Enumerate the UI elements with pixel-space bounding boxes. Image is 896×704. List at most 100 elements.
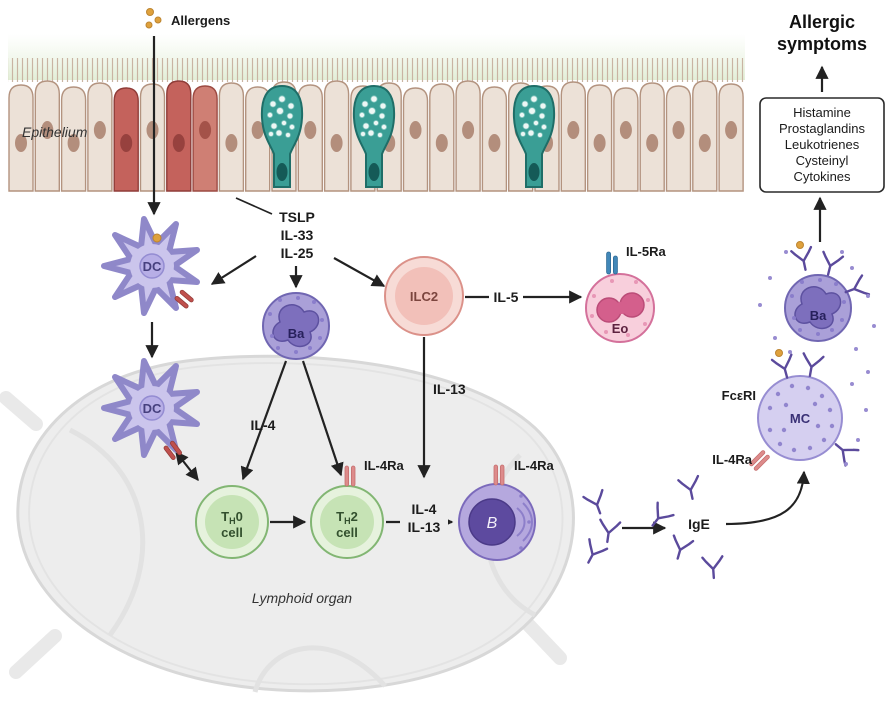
th2-cell: TH2 cell: [310, 485, 384, 559]
allergic-symptoms-title-line1: Allergic: [789, 12, 855, 32]
goblet-nucleus: [528, 163, 540, 181]
basophil-cell-right: Ba: [784, 274, 852, 342]
eosinophil-cell: Eo: [585, 273, 655, 343]
ige-label: IgE: [688, 516, 710, 532]
mast-cell: MC: [757, 375, 843, 461]
ba-label: Ba: [288, 326, 305, 341]
degranulation-dots: [758, 250, 876, 466]
b-cell: B: [458, 483, 536, 561]
goblet-cell: [512, 84, 556, 188]
ba-to-th0-arrow: [240, 360, 288, 481]
fceri-label: FcεRI: [722, 388, 756, 403]
cell-nucleus: [619, 121, 632, 139]
mucus-bubble: [537, 132, 543, 138]
eo-label: Eo: [612, 321, 629, 336]
mediator-cytokines: Cytokines: [793, 169, 851, 184]
goblet-cell: [260, 84, 304, 188]
allergen-dots: [145, 8, 804, 357]
cell-nucleus: [567, 121, 580, 139]
th2-label: TH2: [336, 509, 358, 526]
goblet-nucleus: [276, 163, 288, 181]
epithelium: [8, 80, 744, 192]
cell-nucleus: [488, 134, 501, 152]
il33-label: IL-33: [281, 227, 314, 243]
dendritic-cell-top: DC: [104, 219, 197, 313]
cell-nucleus: [593, 134, 606, 152]
mc-label: MC: [790, 411, 811, 426]
mucus-bubble: [520, 131, 526, 137]
cilia-band: [8, 58, 745, 82]
mucus-bubble: [285, 132, 291, 138]
il4-th2-label: IL-4: [412, 501, 437, 517]
alarmin-to-ilc2-arrow: [333, 257, 386, 287]
dc-node-label: DC: [143, 401, 162, 416]
cell-nucleus: [725, 121, 738, 139]
cell-nucleus: [646, 134, 659, 152]
cell-nucleus: [41, 121, 54, 139]
il4-il13-label-bg: [400, 499, 448, 541]
mediator-box: Histamine Prostaglandins Leukotrienes Cy…: [759, 97, 885, 193]
mucus-bubble: [268, 131, 274, 137]
mucus-bubble: [380, 124, 387, 131]
ilc2-cell: ILC2: [384, 256, 464, 336]
th0-label: TH0: [221, 509, 243, 526]
il13-ilc2-label: IL-13: [433, 381, 466, 397]
th0-cell: TH0 cell: [195, 485, 269, 559]
mucus-bubble: [358, 112, 365, 119]
mucus-bubble: [288, 124, 295, 131]
mucus-bubble: [541, 124, 548, 131]
cell-nucleus: [330, 134, 343, 152]
mucus-bubble: [528, 107, 536, 115]
il5ra-receptor: [606, 251, 618, 275]
ige-to-mc-arrow: [725, 470, 810, 526]
il4-ba-label: IL-4: [251, 417, 276, 433]
mucus-bubble: [362, 122, 370, 130]
mucus-bubble: [521, 100, 529, 108]
ba-right-label: Ba: [810, 308, 827, 323]
mucus-bubble: [278, 95, 286, 103]
mucus-bubble: [270, 122, 278, 130]
dc-top-label: DC: [143, 259, 162, 274]
mucus-bubble: [539, 102, 547, 110]
cell-nucleus: [462, 121, 475, 139]
il4ra-b-label: IL-4Ra: [514, 458, 555, 473]
dendritic-cell-node: DC: [104, 361, 197, 455]
goblet-cell: [352, 84, 396, 188]
epithelium-label: Epithelium: [22, 124, 88, 140]
mucus-bubble: [378, 112, 386, 120]
mucus-bubble: [530, 95, 538, 103]
cell-nucleus: [120, 134, 133, 152]
il25-label: IL-25: [281, 245, 314, 261]
lymphoid-organ-label: Lymphoid organ: [252, 590, 352, 606]
cell-nucleus: [225, 134, 238, 152]
mucus-bubble: [286, 112, 294, 120]
cell-nucleus: [251, 121, 264, 139]
mucus-bubble: [373, 120, 379, 126]
mucus-bubble: [377, 132, 383, 138]
cell-nucleus: [199, 121, 212, 139]
mucus-bubble: [269, 100, 277, 108]
mucus-bubble: [370, 95, 378, 103]
mediator-histamine: Histamine: [793, 105, 851, 120]
mucus-bubble: [379, 102, 387, 110]
mucus-bubble: [276, 107, 284, 115]
epithelium-alarmin-line: [235, 197, 273, 215]
cell-nucleus: [15, 134, 27, 152]
epithelial-cell: [402, 87, 429, 192]
alarmin-to-dc-arrow: [210, 255, 257, 285]
cell-nucleus: [672, 121, 685, 139]
il5-label-bg: [489, 286, 523, 307]
il4ra-th2-label: IL-4Ra: [364, 458, 405, 473]
th0-label-line2: cell: [221, 525, 243, 540]
cell-nucleus: [435, 134, 448, 152]
cell-nucleus: [698, 134, 711, 152]
mucus-bubble: [266, 112, 273, 119]
cell-nucleus: [172, 134, 185, 152]
mucus-bubble: [368, 107, 376, 115]
cell-nucleus: [146, 121, 159, 139]
il4ra-mc-label: IL-4Ra: [712, 452, 753, 467]
dc-th0-interaction-arrow: [175, 450, 199, 482]
mucus-bubble: [361, 100, 369, 108]
th2-label-line2: cell: [336, 525, 358, 540]
